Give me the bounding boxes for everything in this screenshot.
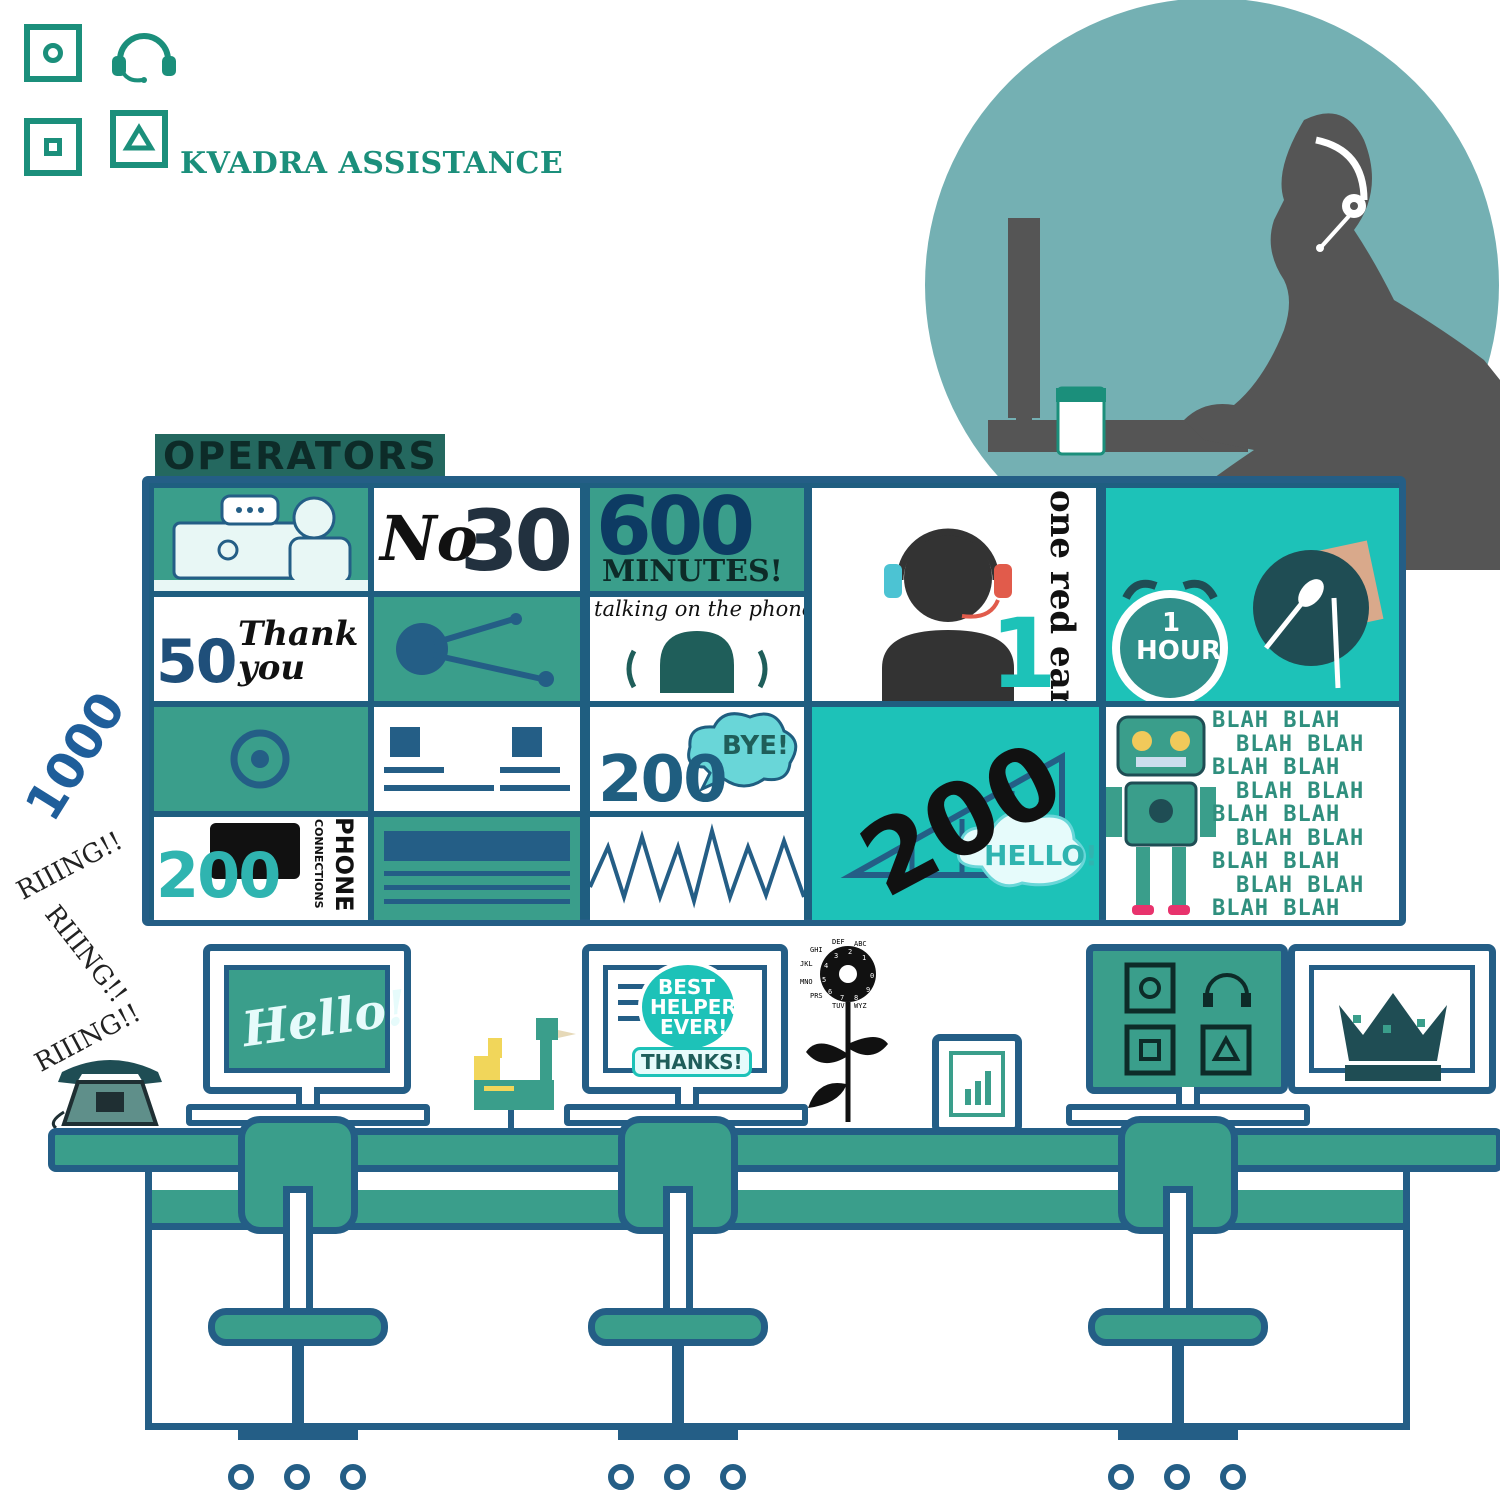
tile-layout xyxy=(374,707,580,811)
bird-figure-icon xyxy=(474,1018,576,1134)
robot-icon xyxy=(1106,715,1216,915)
monitor-hello: Hello! xyxy=(203,944,411,1094)
monitor-crown xyxy=(1288,944,1496,1094)
tile-bell: talking on the phone xyxy=(590,597,804,701)
no30-number: 30 xyxy=(460,492,573,590)
monitor-logo xyxy=(1086,944,1288,1094)
brand-name: KVADRA ASSISTANCE xyxy=(180,146,564,181)
thank-you-script: Thank you xyxy=(238,614,359,688)
tile-600-minutes: 600 MINUTES! xyxy=(590,488,804,591)
operators-label: OPERATORS xyxy=(155,434,445,478)
crown-icon xyxy=(1339,993,1447,1081)
bye-number: 200 xyxy=(598,743,728,811)
phone-label: PHONE xyxy=(330,817,358,912)
dial-letters: ABC DEF GHI JKL MNO PRS TUV WYZ xyxy=(800,938,867,1010)
tile-phone-connections: 200 PHONE CONNECTIONS xyxy=(154,817,368,920)
tile-no30: No 30 xyxy=(374,488,580,591)
logo-square-box xyxy=(24,118,82,176)
tile-target xyxy=(154,707,368,811)
logo-on-monitor-icon xyxy=(1124,962,1252,1076)
red-ear-label: one red ear xyxy=(1042,490,1082,701)
ring-text-2: RIIING!! xyxy=(38,900,133,1009)
tile-waveform xyxy=(590,817,804,920)
video-wall: No 30 600 MINUTES! 1 one red ear xyxy=(142,476,1406,926)
tile-one-red-ear: 1 one red ear xyxy=(812,488,1096,701)
phone-connections-number: 200 xyxy=(156,839,281,912)
badge-thanks: THANKS! xyxy=(632,1047,752,1077)
rotary-phone-icon xyxy=(51,1060,162,1130)
operator-illustration xyxy=(925,0,1500,570)
no30-prefix: No xyxy=(380,502,479,575)
thank-you-number: 50 xyxy=(156,627,237,697)
desk-frame xyxy=(145,1168,1410,1430)
helper-badge: BEST HELPER EVER! THANKS! xyxy=(630,955,752,1077)
tablet xyxy=(932,1034,1022,1134)
tile-200-hello: 200 HELLO! xyxy=(812,707,1099,920)
share-icon xyxy=(396,623,448,675)
hello-big-bubble: HELLO! xyxy=(984,839,1098,872)
blah-text: BLAH BLAH BLAH BLAH BLAH BLAH BLAH BLAH … xyxy=(1212,708,1365,920)
headset-icon xyxy=(112,33,176,83)
badge-line2: HELPER xyxy=(650,995,737,1019)
ring-text-1: RIIING!! xyxy=(12,826,128,907)
tile-bye: BYE! 200 xyxy=(590,707,804,811)
hour-label: HOUR xyxy=(1136,636,1221,666)
bye-bubble: BYE! xyxy=(722,731,789,761)
ring-count: 1000 xyxy=(14,681,137,831)
tile-blah-robot: BLAH BLAH BLAH BLAH BLAH BLAH BLAH BLAH … xyxy=(1106,707,1399,920)
badge-line3: EVER! xyxy=(660,1015,728,1039)
minutes-label: MINUTES! xyxy=(602,554,783,589)
tile-lines xyxy=(374,817,580,920)
tile-1-hour: 1 HOUR xyxy=(1106,488,1399,701)
minutes-sub: talking on the phone xyxy=(594,597,804,621)
badge-line1: BEST xyxy=(658,975,715,999)
logo-triangle-box xyxy=(110,110,168,168)
logo-circle-box xyxy=(24,24,82,82)
bell-icon xyxy=(660,631,734,693)
bar-chart-icon xyxy=(965,1071,991,1105)
target-icon xyxy=(230,729,290,789)
red-ear-number: 1 xyxy=(990,598,1057,701)
dial-digits: 1 2 3 4 5 6 7 8 9 0 xyxy=(822,948,875,1002)
tile-thank-you: 50 Thank you xyxy=(154,597,368,701)
connections-label: CONNECTIONS xyxy=(312,819,325,909)
hour-number: 1 xyxy=(1162,608,1181,638)
rotary-dial-flower-icon xyxy=(806,946,888,1122)
tile-operator-laptop xyxy=(154,488,368,591)
minutes-number: 600 xyxy=(596,488,755,573)
waveform-icon xyxy=(590,823,804,909)
tile-share-icon xyxy=(374,597,580,701)
